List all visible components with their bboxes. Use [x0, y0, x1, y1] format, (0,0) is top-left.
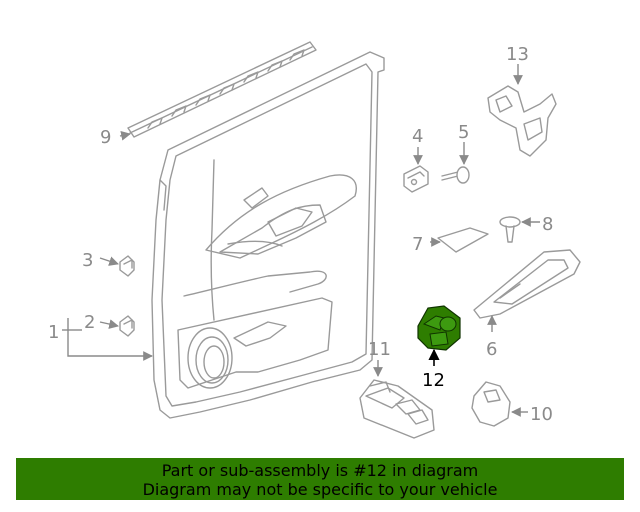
callout-7: 7 [412, 234, 423, 255]
belt-molding-part-9 [127, 41, 317, 138]
lock-actuator-part-13 [487, 85, 557, 157]
callout-1: 1 [48, 322, 59, 343]
banner-line-2: Diagram may not be specific to your vehi… [142, 480, 498, 499]
window-switch-part-11 [359, 379, 435, 439]
callout-9: 9 [100, 127, 111, 148]
callout-12: 12 [422, 370, 445, 391]
pad-part-7 [437, 227, 489, 253]
leader-lines [62, 64, 540, 417]
callout-11: 11 [368, 339, 391, 360]
switch-part-10 [471, 381, 511, 427]
screw-part-5 [441, 166, 470, 184]
callout-4: 4 [412, 126, 423, 147]
callout-10: 10 [530, 404, 553, 425]
finisher-part-6 [473, 249, 581, 319]
callout-13: 13 [506, 44, 529, 65]
info-banner: Part or sub-assembly is #12 in diagram D… [16, 458, 624, 500]
bracket-part-4 [403, 165, 429, 193]
screw-part-8 [499, 216, 521, 243]
callout-2: 2 [84, 312, 95, 333]
callout-6: 6 [486, 339, 497, 360]
banner-line-1: Part or sub-assembly is #12 in diagram [161, 461, 479, 480]
callout-8: 8 [542, 214, 553, 235]
door-trim-panel-part-1 [151, 51, 385, 419]
switch-part-12-highlighted [417, 305, 461, 351]
callout-5: 5 [458, 122, 469, 143]
clip-part-3 [119, 255, 135, 277]
clip-part-2 [119, 315, 135, 337]
callout-3: 3 [82, 250, 93, 271]
